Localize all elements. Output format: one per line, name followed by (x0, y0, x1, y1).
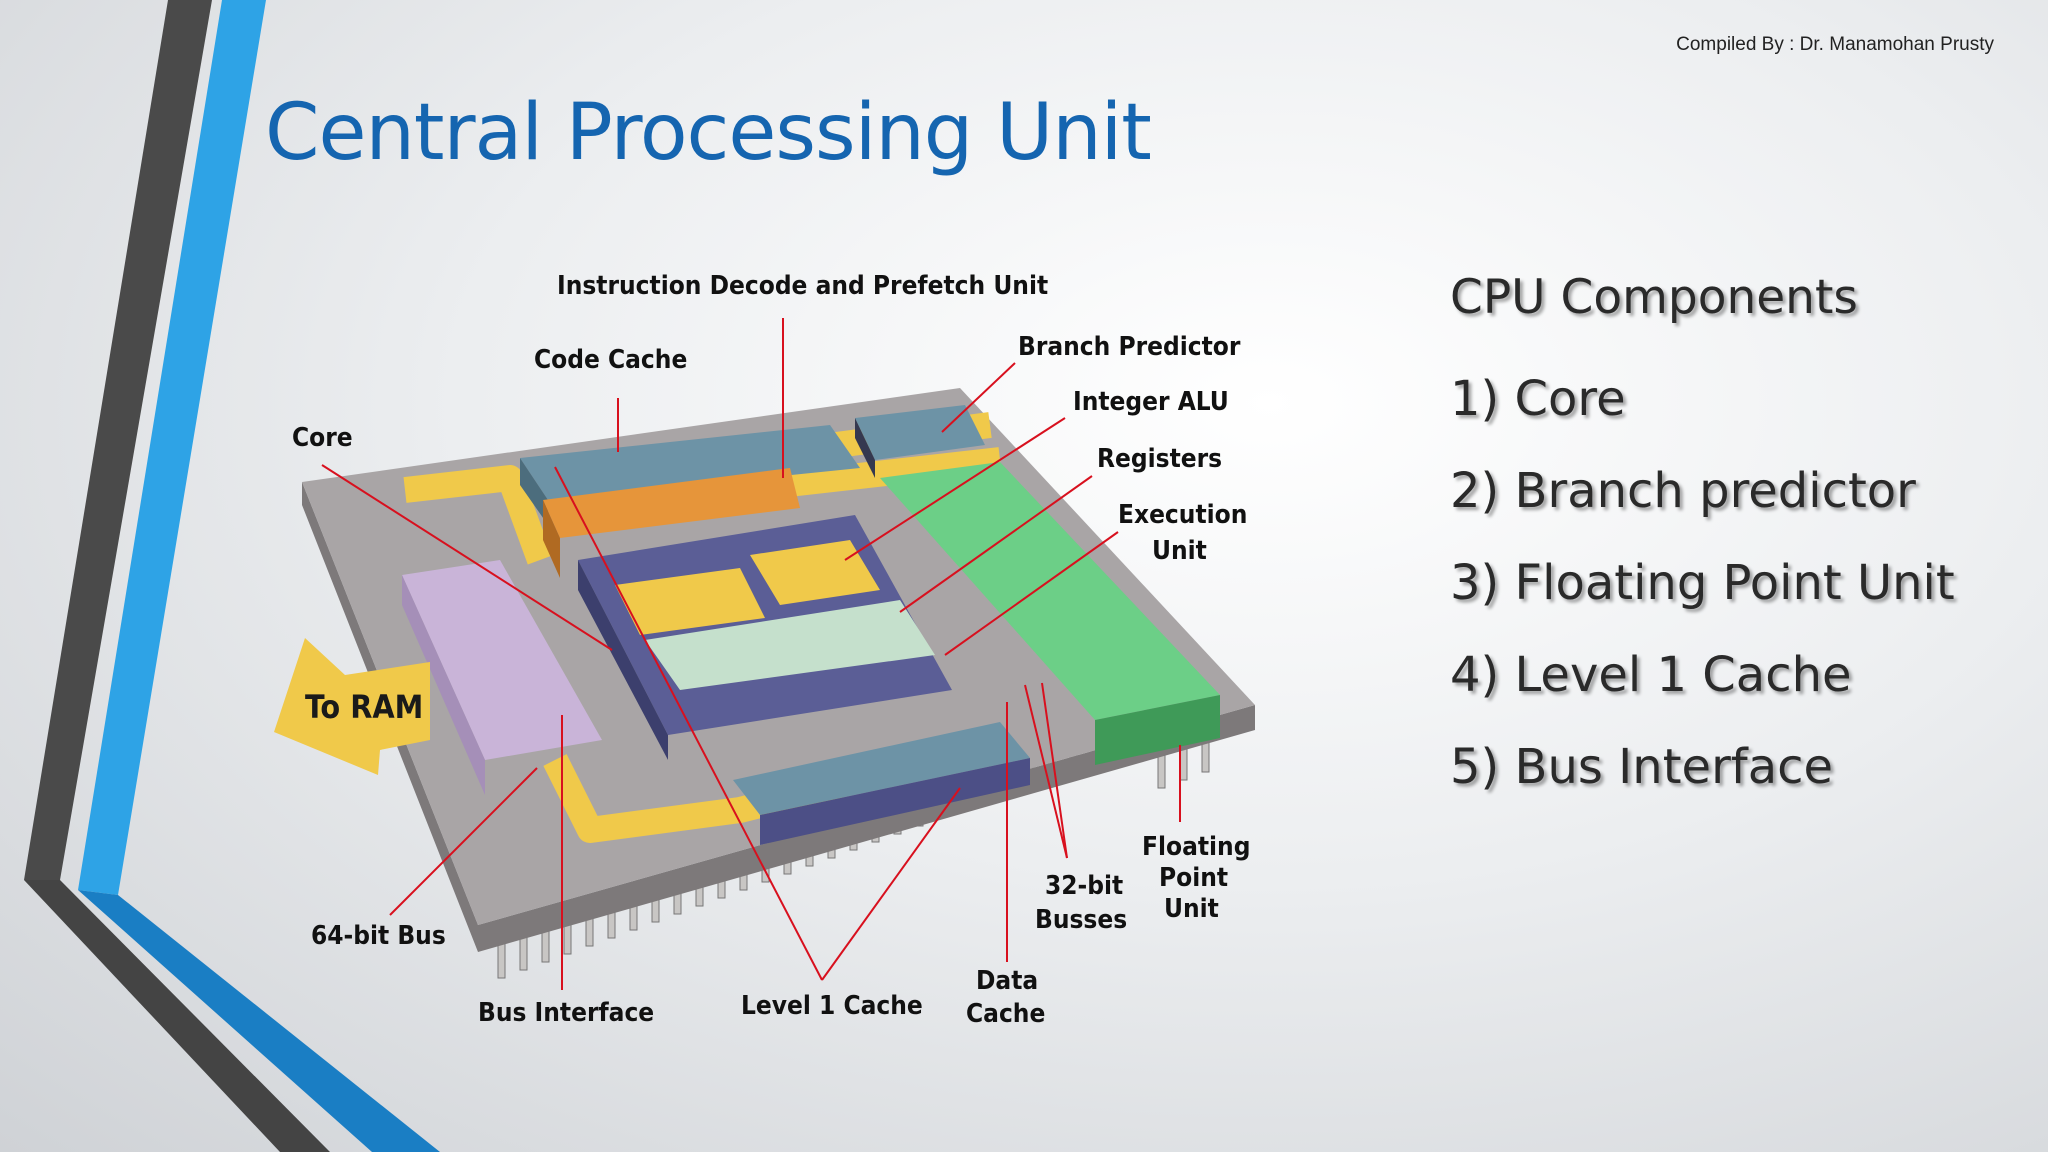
label-bus-interface: Bus Interface (478, 998, 654, 1028)
component-item: 1) Core (1450, 371, 1626, 427)
data-cache-block (733, 722, 1030, 815)
cpu-components-panel: CPU Components 1) Core 2) Branch predict… (1450, 270, 1955, 813)
label-to-ram: To RAM (305, 688, 423, 726)
credit-text: Compiled By : Dr. Manamohan Prusty (1676, 34, 1994, 55)
label-32bit-busses-line1: 32-bit (1045, 871, 1123, 901)
component-item: 3) Floating Point Unit (1450, 555, 1955, 611)
label-execution-line1: Execution (1118, 500, 1247, 530)
integer-alu-block (750, 540, 880, 605)
cpu-board-side (302, 482, 1255, 952)
to-ram-arrow (274, 638, 430, 775)
label-64bit-bus: 64-bit Bus (311, 921, 446, 951)
fpu-block-top (880, 462, 1220, 720)
bus-interface-block (402, 560, 602, 760)
decode-block-side (543, 500, 560, 578)
component-item: 4) Level 1 Cache (1450, 647, 1852, 703)
label-32bit-busses-line2: Busses (1035, 905, 1127, 935)
registers-block (645, 600, 935, 690)
components-heading: CPU Components (1450, 270, 1858, 325)
branch-predictor-block (855, 405, 985, 460)
fpu-block-side (1095, 695, 1220, 765)
label-execution-line2: Unit (1152, 536, 1207, 566)
branch-predictor-side (855, 418, 875, 478)
bus-interface-side (402, 575, 485, 795)
label-fpu-line2: Point (1159, 863, 1228, 893)
label-registers: Registers (1097, 444, 1222, 474)
label-integer-alu: Integer ALU (1073, 387, 1229, 417)
label-level1-cache: Level 1 Cache (741, 991, 923, 1021)
label-code-cache: Code Cache (534, 345, 687, 375)
label-data-cache-line1: Data (976, 966, 1038, 996)
code-cache-side (520, 458, 548, 525)
grey-stripe-upper (24, 0, 212, 880)
cpu-diagram: Instruction Decode and Prefetch Unit Cod… (274, 271, 1255, 1029)
components-list: 1) Core 2) Branch predictor 3) Floating … (1450, 353, 1955, 813)
data-cache-side (760, 758, 1030, 845)
alu-sub-block (615, 568, 765, 635)
blue-stripe-lower (78, 890, 440, 1152)
component-item: 2) Branch predictor (1450, 463, 1916, 519)
label-data-cache-line2: Cache (966, 999, 1045, 1029)
label-fpu-line3: Unit (1164, 894, 1219, 924)
page-title: Central Processing Unit (265, 88, 1152, 178)
label-instruction-decode: Instruction Decode and Prefetch Unit (557, 271, 1048, 301)
core-block-side (578, 560, 668, 760)
label-fpu-line1: Floating (1142, 832, 1250, 862)
component-item: 5) Bus Interface (1450, 739, 1834, 795)
blue-stripe-upper (78, 0, 266, 895)
label-core: Core (292, 423, 353, 453)
code-cache-block (520, 425, 860, 500)
decode-block (543, 468, 800, 538)
leader-lines (321, 318, 1181, 990)
label-branch-predictor: Branch Predictor (1018, 332, 1241, 362)
grey-stripe-lower (24, 880, 330, 1152)
